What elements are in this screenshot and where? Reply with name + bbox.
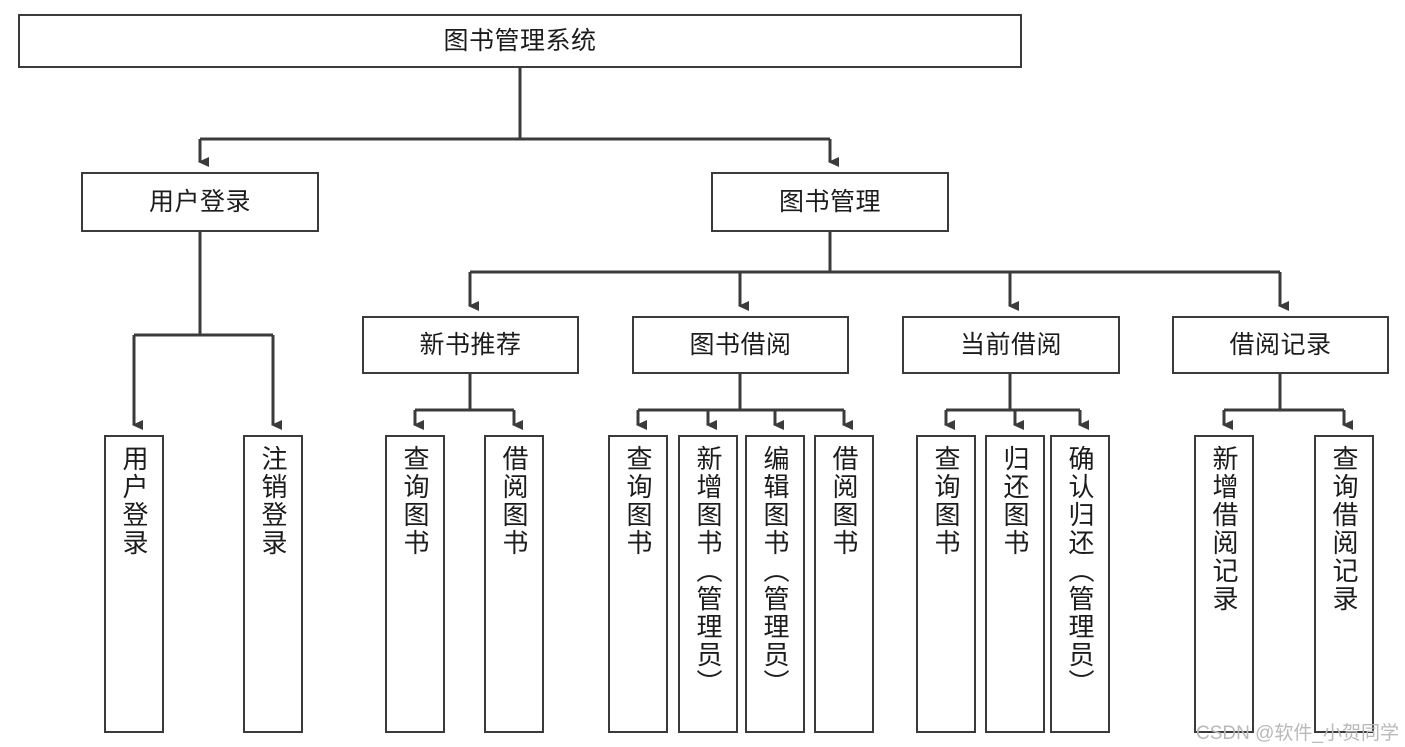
node-user-login[interactable]: 用户登录 [81,172,319,232]
leaf-node[interactable]: 归还图书 [985,435,1045,733]
leaf-node-label: 查询图书 [623,445,653,557]
leaf-node[interactable]: 用户登录 [104,435,164,733]
node-book-management[interactable]: 图书管理 [711,172,949,232]
leaf-node-label: 注销登录 [258,445,288,557]
leaf-node-label: 确认归还（管理员） [1065,445,1095,697]
leaf-node[interactable]: 借阅图书 [814,435,874,733]
leaf-node-label: 新增图书（管理员） [693,445,723,697]
leaf-node[interactable]: 查询图书 [385,435,445,733]
node-borrow-record[interactable]: 借阅记录 [1172,316,1389,374]
leaf-node-label: 新增借阅记录 [1209,445,1239,613]
leaf-node-label: 查询图书 [931,445,961,557]
leaf-node[interactable]: 查询图书 [608,435,668,733]
node-book-borrow[interactable]: 图书借阅 [632,316,849,374]
leaf-node-label: 查询图书 [400,445,430,557]
leaf-node-label: 归还图书 [1000,445,1030,557]
leaf-node[interactable]: 查询借阅记录 [1314,435,1374,733]
leaf-node[interactable]: 注销登录 [243,435,303,733]
leaf-node-label: 借阅图书 [499,445,529,557]
leaf-node-label: 查询借阅记录 [1329,445,1359,613]
node-root-label: 图书管理系统 [443,26,597,55]
leaf-node[interactable]: 借阅图书 [484,435,544,733]
node-user-login-label: 用户登录 [148,187,251,216]
node-borrow-record-label: 借阅记录 [1229,330,1332,359]
node-new-book-recommend-label: 新书推荐 [419,330,522,359]
node-new-book-recommend[interactable]: 新书推荐 [362,316,579,374]
leaf-node-label: 借阅图书 [829,445,859,557]
leaf-node-label: 用户登录 [119,445,149,557]
node-book-borrow-label: 图书借阅 [689,330,792,359]
csdn-watermark: CSDN @软件_小贺同学 [1196,723,1399,744]
leaf-node[interactable]: 确认归还（管理员） [1050,435,1110,733]
node-root[interactable]: 图书管理系统 [18,14,1022,68]
node-current-borrow-label: 当前借阅 [959,330,1062,359]
leaf-node-label: 编辑图书（管理员） [760,445,790,697]
node-current-borrow[interactable]: 当前借阅 [902,316,1120,374]
node-book-management-label: 图书管理 [778,187,881,216]
leaf-node[interactable]: 新增图书（管理员） [678,435,738,733]
leaf-node[interactable]: 编辑图书（管理员） [745,435,805,733]
leaf-node[interactable]: 新增借阅记录 [1194,435,1254,733]
leaf-node[interactable]: 查询图书 [916,435,976,733]
